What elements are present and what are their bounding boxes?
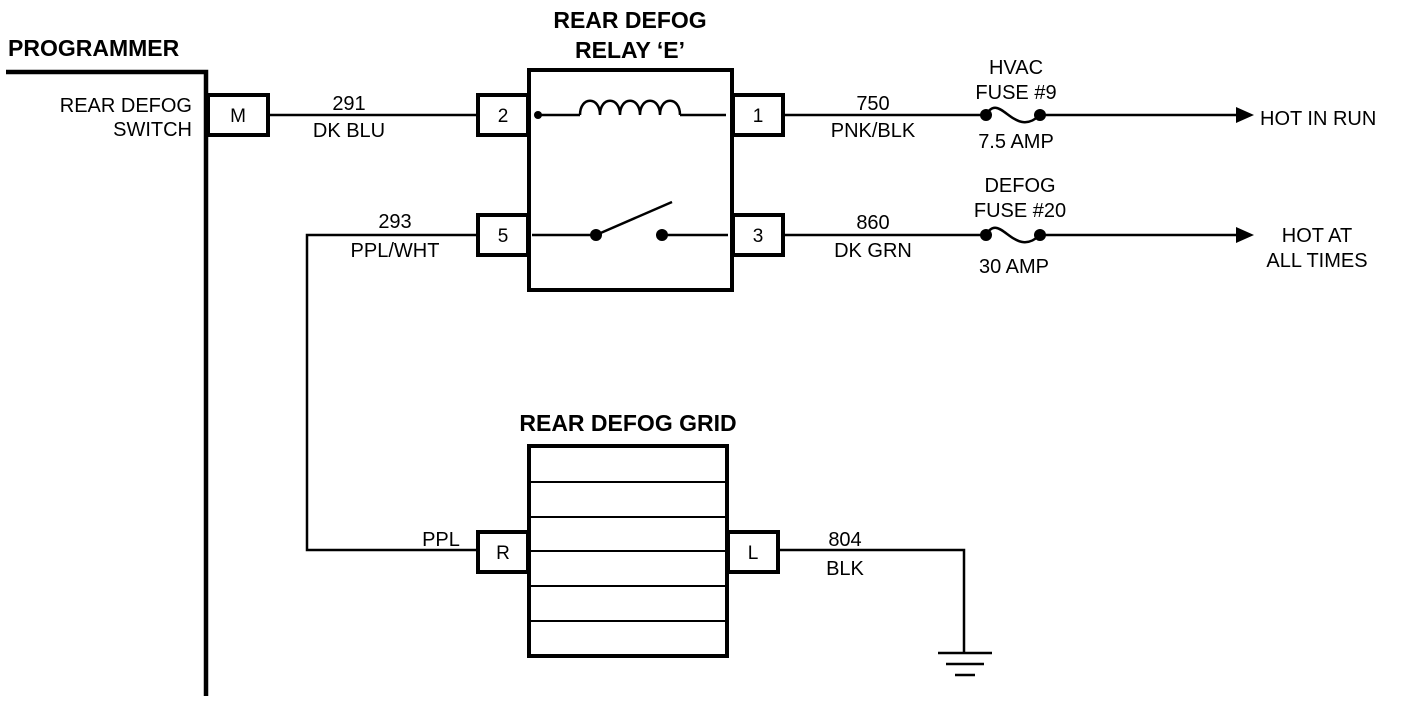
hot-at-all-times-label-1: HOT AT: [1282, 225, 1352, 247]
hvac-fuse-rating: 7.5 AMP: [978, 131, 1054, 153]
wire-804-color: BLK: [826, 558, 864, 580]
wire-293: 293 PPL/WHT PPL: [305, 211, 478, 552]
connector-m-label: M: [230, 106, 246, 127]
hvac-fuse-label-1: HVAC: [989, 57, 1043, 79]
hvac-fuse: HVAC FUSE #9 7.5 AMP: [975, 57, 1056, 153]
defog-fuse-label-2: FUSE #20: [974, 200, 1066, 222]
wire-ppl-color: PPL: [422, 529, 460, 551]
rear-defog-switch-label-2: SWITCH: [113, 119, 192, 141]
relay-pin-2: [476, 93, 530, 137]
rear-defog-switch-label-1: REAR DEFOG: [60, 95, 192, 117]
relay-pin-3-label: 3: [753, 226, 764, 247]
relay-switch: [532, 200, 728, 241]
wire-750-number: 750: [856, 93, 889, 115]
grid-pin-l-label: L: [748, 543, 759, 564]
relay-title-line-1: REAR DEFOG: [553, 7, 706, 33]
relay-pin-3: [731, 213, 785, 257]
wire-804-number: 804: [828, 529, 861, 551]
programmer-title: PROGRAMMER: [8, 35, 180, 61]
defog-fuse-label-1: DEFOG: [984, 175, 1055, 197]
hot-in-run-feed: HOT IN RUN: [1040, 107, 1376, 130]
ground-icon: [938, 651, 992, 677]
hot-at-all-times-feed: HOT AT ALL TIMES: [1040, 225, 1368, 272]
grid-title: REAR DEFOG GRID: [519, 410, 736, 436]
grid-pin-r-label: R: [496, 543, 510, 564]
relay-coil: [534, 99, 726, 119]
hvac-fuse-label-2: FUSE #9: [975, 82, 1056, 104]
hot-in-run-label: HOT IN RUN: [1260, 108, 1376, 130]
wire-291: 291 DK BLU: [268, 93, 478, 142]
wire-293-number: 293: [378, 211, 411, 233]
arrow-right-icon: [1236, 107, 1254, 123]
arrow-right-icon: [1236, 227, 1254, 243]
defog-fuse-rating: 30 AMP: [979, 256, 1049, 278]
relay-pin-5-label: 5: [498, 226, 509, 247]
connector-m: [206, 93, 270, 137]
grid-pin-r: [476, 530, 530, 574]
relay-title-line-2: RELAY ‘E’: [575, 37, 685, 63]
wire-293-color: PPL/WHT: [351, 240, 440, 262]
relay-pin-1-label: 1: [753, 106, 764, 127]
wire-291-number: 291: [332, 93, 365, 115]
wire-860-number: 860: [856, 212, 889, 234]
relay-pin-5: [476, 213, 530, 257]
relay-pin-2-label: 2: [498, 106, 509, 127]
programmer-module: PROGRAMMER REAR DEFOG SWITCH M: [6, 35, 270, 696]
wire-750: 750 PNK/BLK: [783, 93, 984, 142]
grid-pin-l: [726, 530, 780, 574]
relay-body: [527, 68, 734, 292]
wire-750-color: PNK/BLK: [831, 120, 916, 142]
wire-860: 860 DK GRN: [783, 212, 984, 262]
programmer-boundary: [6, 69, 209, 696]
rear-defog-grid: REAR DEFOG GRID R L: [476, 410, 780, 658]
wire-291-color: DK BLU: [313, 120, 385, 142]
wire-804: 804 BLK: [778, 529, 966, 652]
wire-860-color: DK GRN: [834, 240, 912, 262]
hot-at-all-times-label-2: ALL TIMES: [1266, 250, 1367, 272]
rear-defog-relay: REAR DEFOG RELAY ‘E’ 2 1 5 3: [476, 7, 785, 292]
defog-fuse: DEFOG FUSE #20 30 AMP: [974, 175, 1066, 278]
